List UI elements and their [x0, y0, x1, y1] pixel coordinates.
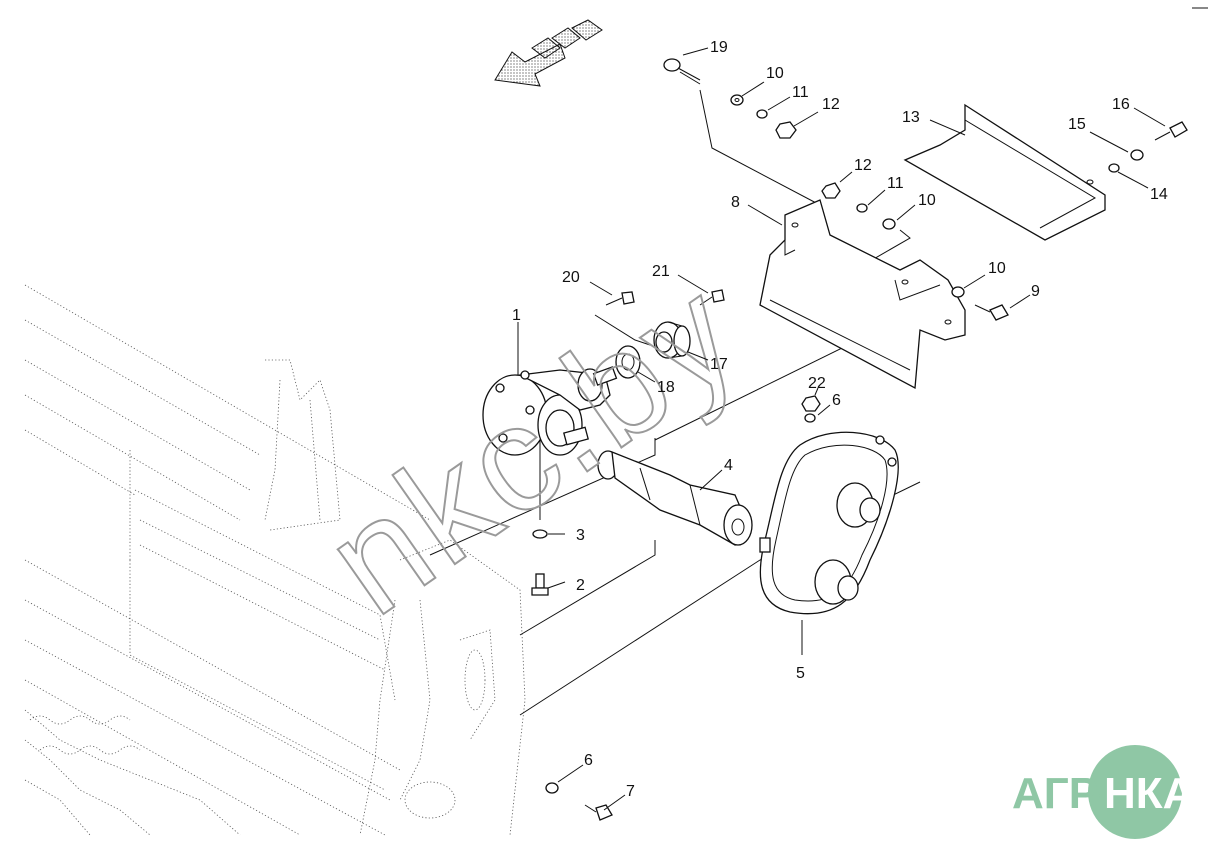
- callout-leaders: [517, 47, 1166, 811]
- callout-10-right: 10: [988, 260, 1006, 277]
- callout-22: 22: [808, 375, 826, 392]
- logo-text-right: НКА: [1104, 769, 1194, 818]
- callout-12-top: 12: [822, 96, 840, 113]
- callout-8: 8: [731, 194, 740, 211]
- callout-11-top: 11: [792, 84, 809, 101]
- washer-10-top: [730, 94, 744, 106]
- cover-plate-13: [903, 103, 1106, 241]
- bolt-9: [974, 304, 1009, 321]
- washer-10-mid: [882, 218, 896, 230]
- flange-18: [615, 345, 641, 379]
- logo-text-left: АГРО: [1012, 769, 1132, 818]
- screw-20: [605, 291, 635, 306]
- nut-12-mid: [821, 182, 841, 199]
- machine-frame: [24, 284, 526, 836]
- lock-washer-11-mid: [856, 203, 868, 213]
- screw-21: [699, 289, 725, 306]
- callout-19: 19: [710, 39, 728, 56]
- nut-22: [801, 395, 821, 412]
- eye-bolt-19: [663, 58, 701, 85]
- callout-17: 17: [710, 356, 728, 373]
- washer-15: [1130, 149, 1144, 161]
- callout-10-top: 10: [766, 65, 784, 82]
- nut-12-top: [775, 121, 797, 139]
- gearbox-1: [482, 366, 618, 456]
- callout-2: 2: [576, 577, 585, 594]
- washer-6-bottom: [545, 782, 559, 794]
- callout-1: 1: [512, 307, 521, 324]
- coupling-17: [653, 321, 691, 359]
- callout-20: 20: [562, 269, 580, 286]
- watermark: nkc.by: [297, 246, 768, 646]
- callout-labels: 1 2 3 4 5 6 6 7 8 9 10 10 10 11 11 12 12…: [512, 39, 1168, 800]
- callout-11-mid: 11: [887, 175, 904, 192]
- bolt-16: [1154, 121, 1188, 141]
- bracket-8: [759, 199, 966, 390]
- washer-3: [532, 529, 548, 539]
- callout-9: 9: [1031, 283, 1040, 300]
- bolt-2: [531, 573, 549, 596]
- callout-4: 4: [724, 457, 733, 474]
- callout-21: 21: [652, 263, 670, 280]
- callout-7: 7: [626, 783, 635, 800]
- lock-washer-11-top: [756, 109, 768, 119]
- callout-13: 13: [902, 109, 920, 126]
- washer-14: [1108, 163, 1120, 173]
- callout-5: 5: [796, 665, 805, 682]
- direction-arrow-icon: [494, 19, 603, 87]
- bolt-7: [584, 804, 613, 821]
- chain-case-5: [759, 431, 899, 615]
- agronka-logo: АГРО НКА: [1012, 745, 1194, 839]
- callout-6-top: 6: [832, 392, 841, 409]
- callout-15: 15: [1068, 116, 1086, 133]
- callout-3: 3: [576, 527, 585, 544]
- callout-16: 16: [1112, 96, 1130, 113]
- washer-10-right: [951, 286, 965, 298]
- callout-10-mid: 10: [918, 192, 936, 209]
- drive-shaft-4: [597, 450, 753, 546]
- callout-12-mid: 12: [854, 157, 872, 174]
- washer-6-top: [804, 413, 816, 423]
- callout-18: 18: [657, 379, 675, 396]
- callout-14: 14: [1150, 186, 1168, 203]
- callout-6-bottom: 6: [584, 752, 593, 769]
